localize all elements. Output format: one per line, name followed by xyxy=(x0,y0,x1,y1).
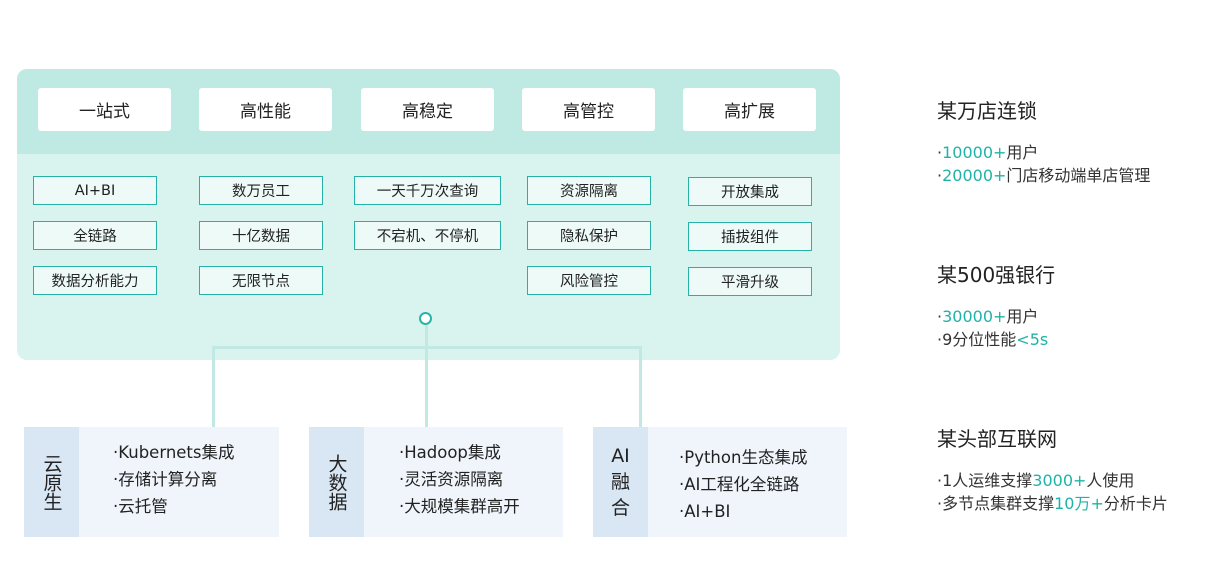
box-title-text: AI融合 xyxy=(610,445,630,519)
connector-center xyxy=(425,325,428,427)
list-item: ·AI工程化全链路 xyxy=(679,475,800,494)
feature-data-analysis: 数据分析能力 xyxy=(33,266,157,295)
feature-unlimited-nodes: 无限节点 xyxy=(199,266,323,295)
case-title: 某万店连锁 xyxy=(937,99,1037,123)
list-item: ·AI+BI xyxy=(679,502,731,521)
connector-horizontal xyxy=(212,346,642,349)
box-items: ·Python生态集成 ·AI工程化全链路 ·AI+BI xyxy=(679,444,807,525)
feature-ai-bi: AI+BI xyxy=(33,176,157,205)
list-item: ·Kubernets集成 xyxy=(113,443,235,462)
feature-employees: 数万员工 xyxy=(199,176,323,205)
header-one-stop: 一站式 xyxy=(38,88,171,131)
case-line: ·30000+用户 xyxy=(937,307,1039,326)
box-ai-fusion: AI融合 ·Python生态集成 ·AI工程化全链路 ·AI+BI xyxy=(593,427,847,537)
feature-no-downtime: 不宕机、不停机 xyxy=(354,221,501,250)
header-stability: 高稳定 xyxy=(361,88,494,131)
feature-billion-data: 十亿数据 xyxy=(199,221,323,250)
list-item: ·存储计算分离 xyxy=(113,470,218,489)
case-line: ·20000+门店移动端单店管理 xyxy=(937,166,1151,185)
box-cloud-native: 云原生 ·Kubernets集成 ·存储计算分离 ·云托管 xyxy=(24,427,279,537)
feature-resource-isolation: 资源隔离 xyxy=(527,176,651,205)
connector-left xyxy=(212,346,215,427)
case-title: 某头部互联网 xyxy=(937,427,1057,451)
case-line: ·1人运维支撑3000+人使用 xyxy=(937,471,1135,490)
list-item: ·云托管 xyxy=(113,497,168,516)
connector-right xyxy=(639,346,642,427)
box-items: ·Kubernets集成 ·存储计算分离 ·云托管 xyxy=(113,439,235,520)
feature-smooth-upgrade: 平滑升级 xyxy=(688,267,812,296)
feature-full-chain: 全链路 xyxy=(33,221,157,250)
list-item: ·Hadoop集成 xyxy=(399,443,501,462)
feature-privacy: 隐私保护 xyxy=(527,221,651,250)
list-item: ·大规模集群高开 xyxy=(399,497,520,516)
header-control: 高管控 xyxy=(522,88,655,131)
box-items: ·Hadoop集成 ·灵活资源隔离 ·大规模集群高开 xyxy=(399,439,520,520)
list-item: ·灵活资源隔离 xyxy=(399,470,504,489)
box-title: AI融合 xyxy=(593,427,648,537)
case-line: ·多节点集群支撑10万+分析卡片 xyxy=(937,494,1168,513)
case-line: ·9分位性能<5s xyxy=(937,330,1049,349)
header-performance: 高性能 xyxy=(199,88,332,131)
feature-queries: 一天千万次查询 xyxy=(354,176,501,205)
case-title: 某500强银行 xyxy=(937,263,1056,287)
connector-node xyxy=(419,312,432,325)
feature-open-integration: 开放集成 xyxy=(688,177,812,206)
feature-risk-control: 风险管控 xyxy=(527,266,651,295)
box-title: 云原生 xyxy=(24,427,79,537)
case-line: ·10000+用户 xyxy=(937,143,1039,162)
list-item: ·Python生态集成 xyxy=(679,448,808,467)
box-big-data: 大数据 ·Hadoop集成 ·灵活资源隔离 ·大规模集群高开 xyxy=(309,427,563,537)
header-extensibility: 高扩展 xyxy=(683,88,816,131)
feature-plugin-components: 插拔组件 xyxy=(688,222,812,251)
box-title: 大数据 xyxy=(309,427,364,537)
